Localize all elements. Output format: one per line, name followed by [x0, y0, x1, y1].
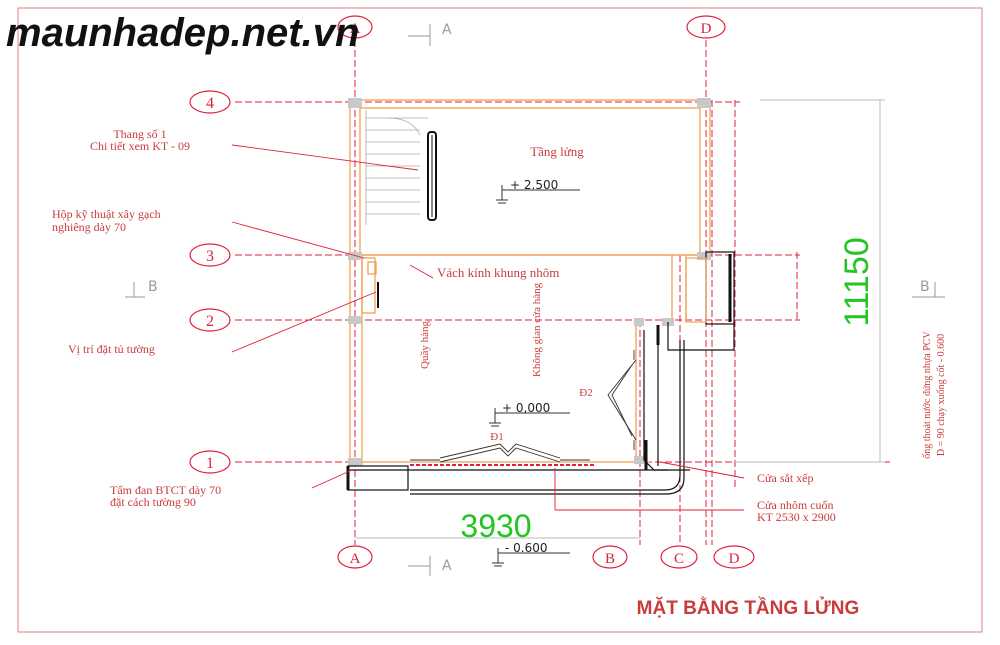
- note-cabinet: Vị trí đặt tủ tường: [68, 342, 155, 356]
- note-shaft-1: Hộp kỹ thuật xây gạch: [52, 207, 161, 221]
- axis-label-c-bottom: C: [674, 551, 684, 567]
- column: [697, 252, 711, 260]
- note-roller-2: KT 2530 x 2900: [757, 510, 836, 524]
- length-dimension-line: [735, 99, 885, 463]
- column: [348, 316, 362, 324]
- door-d2: [607, 350, 637, 450]
- drawing-title: MẶT BẰNG TẦNG LỬNG: [637, 597, 860, 619]
- axis-bubble-1: [189, 450, 231, 474]
- section-mark-a-top: A: [442, 22, 452, 38]
- axis-bubble-2: [189, 308, 231, 332]
- axis-bubble-c-bottom: [660, 545, 698, 569]
- axis-bubble-4: [189, 90, 231, 114]
- room-label-mezzanine: Tầng lửng: [530, 144, 584, 159]
- axis-label-a-top: A: [350, 21, 361, 37]
- room-label-shop-space: Không gian cửa hàng: [531, 282, 543, 377]
- stair: [365, 110, 428, 225]
- door-label-d1: Đ1: [490, 431, 503, 443]
- note-stair-1: Thang số 1: [113, 127, 166, 141]
- axis-label-3: 3: [206, 248, 214, 265]
- column: [348, 458, 362, 466]
- axis-bubble-d-bottom: [713, 545, 755, 569]
- dimension-width: 3930: [460, 508, 531, 544]
- column: [634, 456, 644, 464]
- wall-inner-mezzanine: [359, 107, 701, 256]
- column: [697, 98, 711, 108]
- door-label-d2: Đ2: [579, 387, 592, 399]
- note-shaft-2: nghiêng dày 70: [52, 220, 126, 234]
- note-glass-wall: Vách kính khung nhôm: [437, 265, 559, 280]
- axis-label-b-bottom: B: [605, 551, 615, 567]
- axis-label-1: 1: [206, 455, 214, 472]
- note-roller-1: Cửa nhôm cuốn: [757, 498, 834, 512]
- note-slab-1: Tấm đan BTCT dày 70: [110, 483, 221, 497]
- section-mark-b-right: B: [920, 279, 930, 295]
- axis-bubbles: A D 4 3 2 1 A B C D: [189, 15, 755, 569]
- axis-bubble-a-bottom: [337, 545, 373, 569]
- dimension-length: 11150: [838, 237, 876, 327]
- note-pipe-1: ống thoát nước đứng nhựa PCV: [922, 331, 933, 459]
- level-outside: - 0.600: [505, 541, 548, 555]
- watermark: maunhadep.net.vn: [6, 11, 359, 55]
- note-stair-2: Chi tiết xem KT - 09: [90, 139, 190, 153]
- axis-label-4: 4: [206, 95, 214, 112]
- leader-lines: [231, 144, 745, 511]
- sheet-frame: [17, 7, 983, 633]
- axis-bubble-d-top: [686, 15, 726, 39]
- column: [634, 318, 644, 326]
- level-markers: [489, 185, 580, 567]
- axis-label-d-top: D: [701, 21, 712, 37]
- note-folding-door: Cửa sắt xếp: [757, 471, 814, 485]
- axis-label-d-bottom: D: [729, 551, 740, 567]
- note-pipe-2: D = 90 chạy xuống cốt - 0.600: [936, 334, 947, 456]
- door-d1: [410, 443, 590, 463]
- axis-bubble-a-top: [337, 15, 373, 39]
- level-ground: + 0,000: [502, 401, 550, 415]
- side-passage: [350, 330, 690, 495]
- section-marks: [125, 24, 945, 576]
- section-mark-a-bottom: A: [442, 558, 452, 574]
- note-slab-2: đặt cách tường 90: [110, 495, 196, 509]
- axis-bubble-3: [189, 243, 231, 267]
- shaft-box: [367, 261, 377, 275]
- axis-label-2: 2: [206, 313, 214, 330]
- level-mezzanine: + 2.500: [510, 178, 558, 192]
- room-label-counter: Quầy hàng: [419, 321, 431, 369]
- grid-lines: [235, 20, 890, 545]
- column: [348, 98, 362, 108]
- right-structure: [667, 251, 735, 351]
- section-mark-b-left: B: [148, 279, 158, 295]
- technical-shaft: [361, 257, 376, 314]
- axis-bubble-b-bottom: [592, 545, 628, 569]
- axis-label-a-bottom: A: [350, 551, 361, 567]
